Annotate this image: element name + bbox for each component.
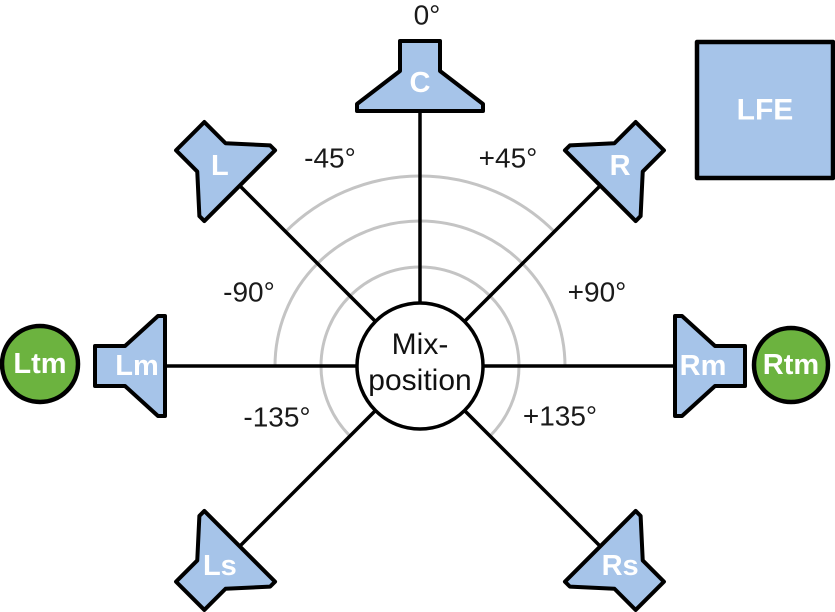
mix-position-circle [355,301,485,431]
angle-label-minus-45deg: -45° [304,143,356,174]
mix-position-label-line2: position [368,364,471,397]
speaker-label-c: C [410,67,431,99]
speaker-label-r: R [610,150,631,182]
speaker-icon-rm [673,314,747,418]
speaker-icon-r [562,120,666,224]
lfe-label: LFE [737,94,794,127]
top-speaker-circle-rtm [751,325,831,405]
angle-label-plusminus-45deg: +45° [479,143,538,174]
speaker-label-lm: Lm [115,350,159,382]
speaker-rs [562,508,666,612]
top-speaker-label-rtm: Rtm [763,349,819,381]
speaker-icon-c [355,39,485,113]
angle-label-0deg: 0° [414,0,441,31]
speaker-lm [93,314,167,418]
speaker-icon-l [174,120,278,224]
angle-label-minus-90deg: -90° [223,277,275,308]
speaker-icon-ls [174,508,278,612]
speaker-ls [174,508,278,612]
speaker-label-rs: Rs [602,550,639,582]
top-speaker-circle-ltm [0,323,81,405]
speaker-rm [673,314,747,418]
speaker-label-rm: Rm [680,350,727,382]
speaker-c [355,39,485,113]
top-speaker-label-ltm: Ltm [13,348,66,380]
speaker-label-ls: Ls [203,550,237,582]
speaker-icon-rs [562,508,666,612]
angle-label-plusminus-90deg: +90° [568,277,627,308]
speaker-l [174,120,278,224]
angle-label-plusminus-135deg: +135° [523,401,597,432]
speaker-r [562,120,666,224]
lfe-square [694,39,835,181]
speaker-icon-lm [93,314,167,418]
speaker-label-l: L [211,150,229,182]
angle-label-minus-135deg: -135° [243,402,310,433]
mix-position-label-line1: Mix- [392,328,449,361]
